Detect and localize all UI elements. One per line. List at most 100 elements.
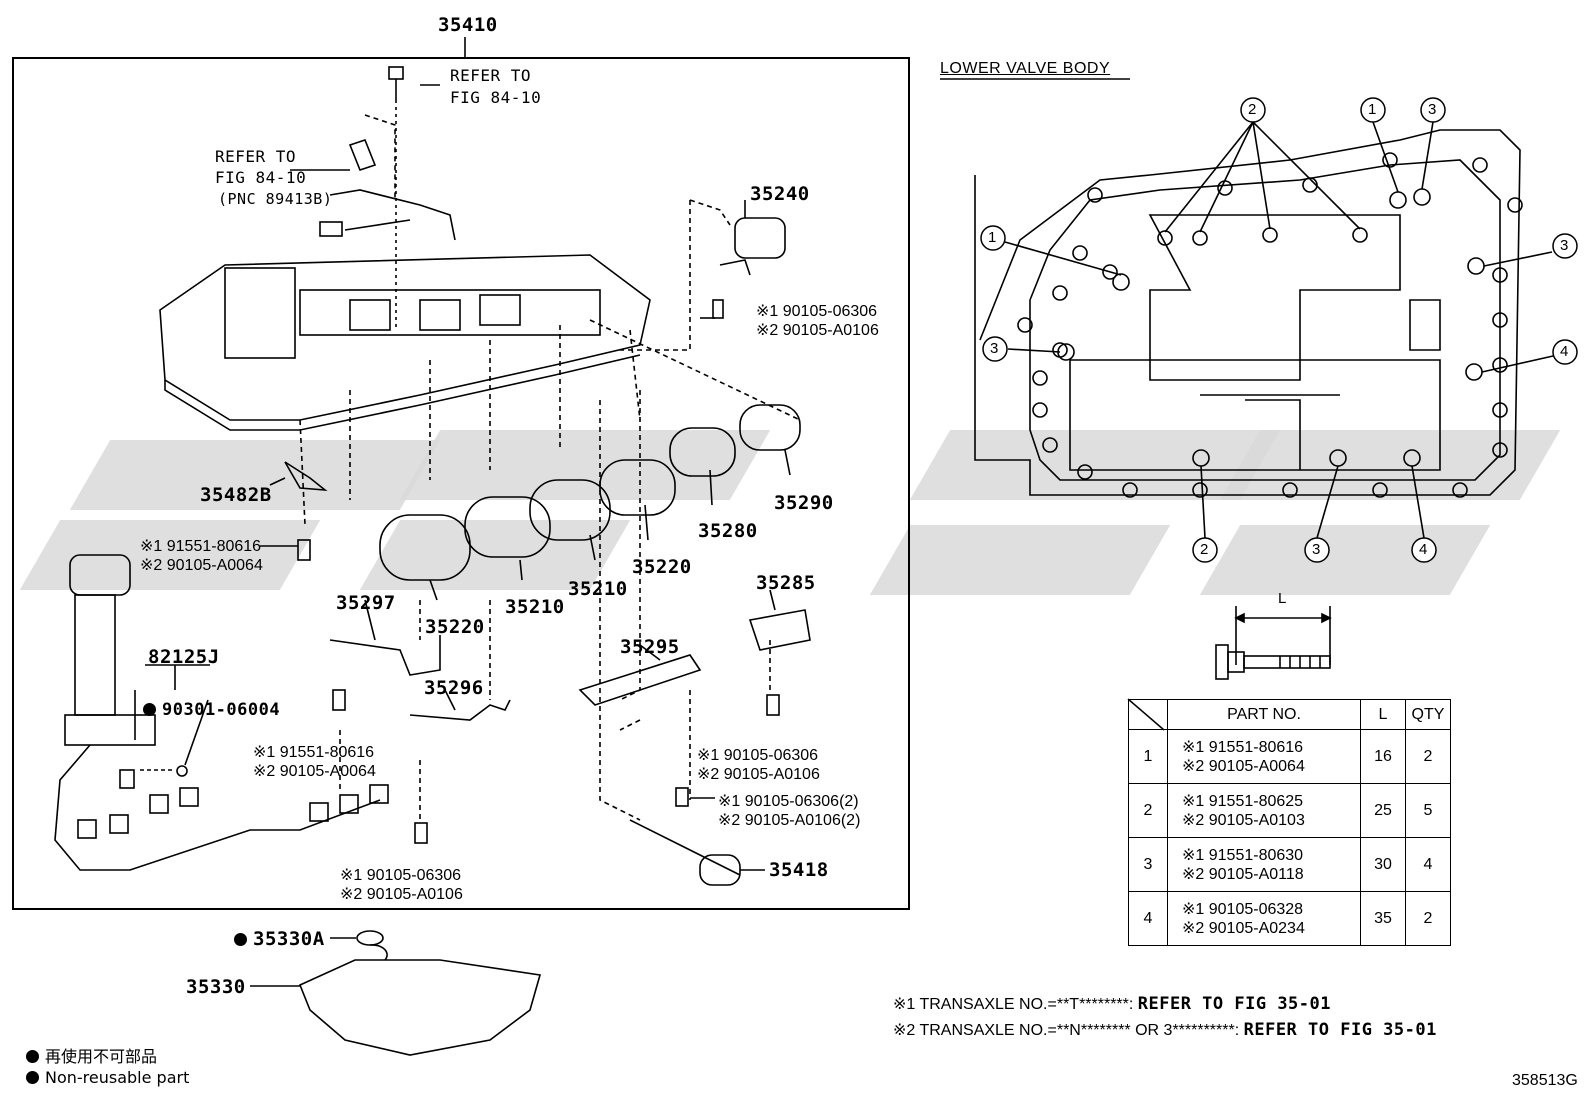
row-index: 2 xyxy=(1128,783,1168,838)
part-line: ※1 91551-80616 xyxy=(1182,738,1304,756)
dimension-l-label: L xyxy=(1278,590,1287,607)
refer-left-line3: (PNC 89413B) xyxy=(218,190,333,208)
bolt-label-35240: ※1 90105-06306 ※2 90105-A0106 xyxy=(756,302,879,340)
table-row: 1 ※1 91551-80616※2 90105-A0064 16 2 xyxy=(1128,729,1451,784)
row-length: 30 xyxy=(1360,837,1406,892)
callout-3-left: 3 xyxy=(990,340,999,357)
part-35297-label: 35297 xyxy=(336,592,396,614)
non-reusable-dot-icon xyxy=(234,933,247,946)
bolt-line: ※1 91551-80616 xyxy=(253,744,375,761)
oring-90301-label: 90301-06004 xyxy=(143,700,280,720)
bolt-line: ※1 90105-06306 xyxy=(756,303,878,320)
part-line: ※2 90105-A0103 xyxy=(1182,811,1305,829)
row-qty: 2 xyxy=(1405,891,1451,946)
note-1-reference: REFER TO FIG 35-01 xyxy=(1137,994,1331,1014)
oring-part-number: 90301-06004 xyxy=(162,700,281,720)
table-row: 3 ※1 91551-80630※2 90105-A0118 30 4 xyxy=(1128,837,1451,892)
table-header-part-no: PART NO. xyxy=(1167,699,1361,730)
lower-valve-body-title: LOWER VALVE BODY xyxy=(940,60,1111,77)
callout-3-top: 3 xyxy=(1428,101,1437,118)
part-line: ※1 91551-80625 xyxy=(1182,792,1304,810)
row-qty: 5 xyxy=(1405,783,1451,838)
callout-1-left: 1 xyxy=(988,229,997,246)
legend-english: Non-reusable part xyxy=(26,1068,189,1087)
row-qty: 4 xyxy=(1405,837,1451,892)
row-length: 25 xyxy=(1360,783,1406,838)
row-qty: 2 xyxy=(1405,729,1451,784)
part-35295-label: 35295 xyxy=(620,636,680,658)
bolt-label-35285: ※1 90105-06306 ※2 90105-A0106 xyxy=(697,746,820,784)
part-35210-label: 35210 xyxy=(505,596,565,618)
callout-3-right: 3 xyxy=(1560,237,1569,254)
callout-4-right: 4 xyxy=(1560,343,1569,360)
callout-1-top: 1 xyxy=(1368,101,1377,118)
row-length: 16 xyxy=(1360,729,1406,784)
bolt-line: ※2 90105-A0064 xyxy=(253,763,376,780)
refer-left-line2: FIG 84-10 xyxy=(215,168,307,187)
part-35220-label: 35220 xyxy=(632,556,692,578)
row-index: 3 xyxy=(1128,837,1168,892)
part-35330a-number: 35330A xyxy=(253,928,325,950)
part-35330a-label: 35330A xyxy=(234,928,325,950)
bolt-line: ※1 90105-06306(2) xyxy=(718,793,859,810)
note-1-text: ※1 TRANSAXLE NO.=**T********: xyxy=(893,996,1138,1013)
bolt-label-35297: ※1 91551-80616 ※2 90105-A0064 xyxy=(253,743,376,781)
part-35220-label: 35220 xyxy=(425,616,485,638)
bolt-line: ※1 90105-06306 xyxy=(697,747,819,764)
transaxle-note-1: ※1 TRANSAXLE NO.=**T********: REFER TO F… xyxy=(893,994,1331,1014)
legend-en-text: Non-reusable part xyxy=(45,1068,190,1087)
figure-id: 358513G xyxy=(1512,1072,1578,1089)
table-corner-cell xyxy=(1128,699,1168,730)
row-index: 1 xyxy=(1128,729,1168,784)
part-line: ※2 90105-A0118 xyxy=(1182,865,1304,883)
callout-4-bottom: 4 xyxy=(1419,541,1428,558)
row-part-numbers: ※1 90105-06328※2 90105-A0234 xyxy=(1167,891,1361,946)
bolt-line: ※1 90105-06306 xyxy=(340,867,462,884)
row-part-numbers: ※1 91551-80616※2 90105-A0064 xyxy=(1167,729,1361,784)
row-part-numbers: ※1 91551-80625※2 90105-A0103 xyxy=(1167,783,1361,838)
part-35210-label: 35210 xyxy=(568,578,628,600)
table-row: 2 ※1 91551-80625※2 90105-A0103 25 5 xyxy=(1128,783,1451,838)
part-35330-label: 35330 xyxy=(186,976,246,998)
bolt-label-35418: ※1 90105-06306(2) ※2 90105-A0106(2) xyxy=(718,792,860,830)
row-index: 4 xyxy=(1128,891,1168,946)
part-35285-label: 35285 xyxy=(756,572,816,594)
bolt-label-35482b: ※1 91551-80616 ※2 90105-A0064 xyxy=(140,537,263,575)
table-header-row: PART NO. L QTY xyxy=(1128,699,1451,730)
note-2-reference: REFER TO FIG 35-01 xyxy=(1243,1020,1437,1040)
part-line: ※2 90105-A0234 xyxy=(1182,919,1305,937)
transaxle-note-2: ※2 TRANSAXLE NO.=**N******** OR 3*******… xyxy=(893,1020,1437,1040)
part-35240-label: 35240 xyxy=(750,183,810,205)
non-reusable-dot-icon xyxy=(26,1071,39,1084)
row-part-numbers: ※1 91551-80630※2 90105-A0118 xyxy=(1167,837,1361,892)
bolt-line: ※2 90105-A0106 xyxy=(697,766,820,783)
table-header-qty: QTY xyxy=(1405,699,1451,730)
main-diagram-frame xyxy=(12,57,910,910)
non-reusable-dot-icon xyxy=(143,703,156,716)
legend-jp-text: 再使用不可部品 xyxy=(45,1047,158,1066)
refer-top-line2: FIG 84-10 xyxy=(450,88,542,107)
part-35482b-label: 35482B xyxy=(200,484,272,506)
part-35296-label: 35296 xyxy=(424,677,484,699)
part-line: ※2 90105-A0064 xyxy=(1182,757,1305,775)
part-82125j-label: 82125J xyxy=(148,646,220,668)
bolt-line: ※1 91551-80616 xyxy=(140,538,262,555)
table-header-l: L xyxy=(1360,699,1406,730)
note-2-text: ※2 TRANSAXLE NO.=**N******** OR 3*******… xyxy=(893,1022,1244,1039)
bolt-line: ※2 90105-A0106 xyxy=(340,886,463,903)
bolt-label-35296: ※1 90105-06306 ※2 90105-A0106 xyxy=(340,866,463,904)
bolt-line: ※2 90105-A0106 xyxy=(756,322,879,339)
part-35290-label: 35290 xyxy=(774,492,834,514)
callout-3-bottom: 3 xyxy=(1312,541,1321,558)
bolt-spec-table: PART NO. L QTY 1 ※1 91551-80616※2 90105-… xyxy=(1128,699,1451,946)
part-35280-label: 35280 xyxy=(698,520,758,542)
legend-japanese: 再使用不可部品 xyxy=(26,1043,157,1067)
refer-top-line1: REFER TO xyxy=(450,66,532,85)
bolt-line: ※2 90105-A0064 xyxy=(140,557,263,574)
part-line: ※1 91551-80630 xyxy=(1182,846,1304,864)
table-row: 4 ※1 90105-06328※2 90105-A0234 35 2 xyxy=(1128,891,1451,946)
bolt-line: ※2 90105-A0106(2) xyxy=(718,812,861,829)
part-35418-label: 35418 xyxy=(769,859,829,881)
part-35410-label: 35410 xyxy=(438,14,498,36)
